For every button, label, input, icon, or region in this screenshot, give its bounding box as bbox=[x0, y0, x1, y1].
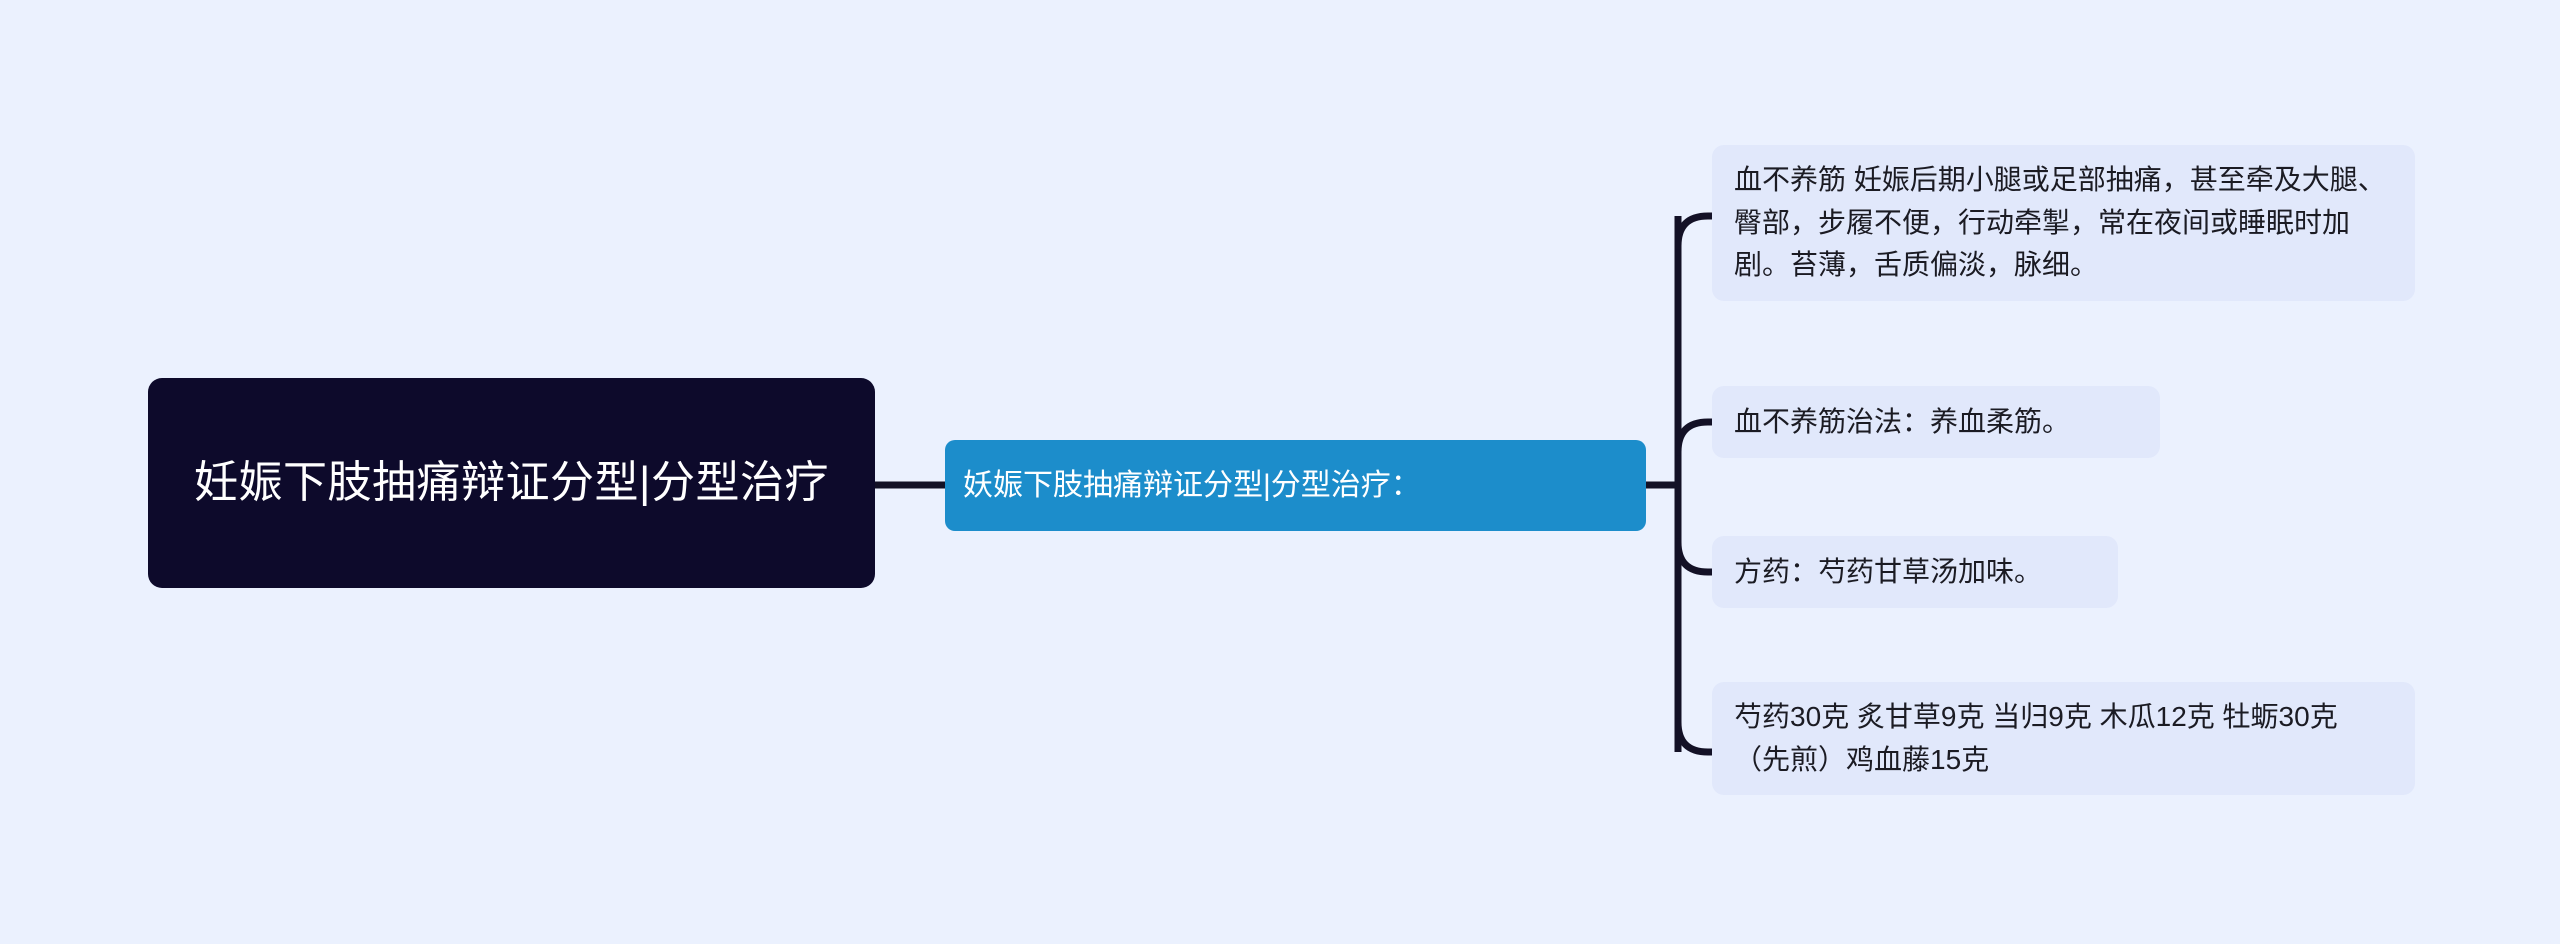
topic-node[interactable]: 妖娠下肢抽痛辩证分型|分型治疗： bbox=[945, 440, 1646, 531]
root-node[interactable]: 妊娠下肢抽痛辩证分型|分型治疗 bbox=[148, 378, 875, 588]
connector-branch-0 bbox=[1674, 212, 1718, 250]
leaf-node-label: 芍药30克 炙甘草9克 当归9克 木瓜12克 牡蛎30克（先煎）鸡血藤15克 bbox=[1734, 701, 2338, 775]
leaf-node-symptoms[interactable]: 血不养筋 妊娠后期小腿或足部抽痛，甚至牵及大腿、臀部，步履不便，行动牵掣，常在夜… bbox=[1712, 145, 2415, 301]
leaf-node-label: 血不养筋治法：养血柔筋。 bbox=[1734, 405, 2071, 437]
leaf-node-treatment-method[interactable]: 血不养筋治法：养血柔筋。 bbox=[1712, 386, 2160, 458]
leaf-node-herb-list[interactable]: 芍药30克 炙甘草9克 当归9克 木瓜12克 牡蛎30克（先煎）鸡血藤15克 bbox=[1712, 682, 2415, 796]
connector-branch-3 bbox=[1674, 718, 1718, 756]
connector-branch-2 bbox=[1674, 538, 1718, 576]
topic-node-label: 妖娠下肢抽痛辩证分型|分型治疗： bbox=[963, 469, 1421, 502]
leaf-node-label: 方药：芍药甘草汤加味。 bbox=[1734, 555, 2043, 587]
leaf-node-label: 血不养筋 妊娠后期小腿或足部抽痛，甚至牵及大腿、臀部，步履不便，行动牵掣，常在夜… bbox=[1734, 164, 2386, 281]
connector-branch-1 bbox=[1674, 418, 1718, 456]
root-node-label: 妊娠下肢抽痛辩证分型|分型治疗 bbox=[194, 458, 829, 508]
leaf-node-prescription[interactable]: 方药：芍药甘草汤加味。 bbox=[1712, 536, 2118, 608]
